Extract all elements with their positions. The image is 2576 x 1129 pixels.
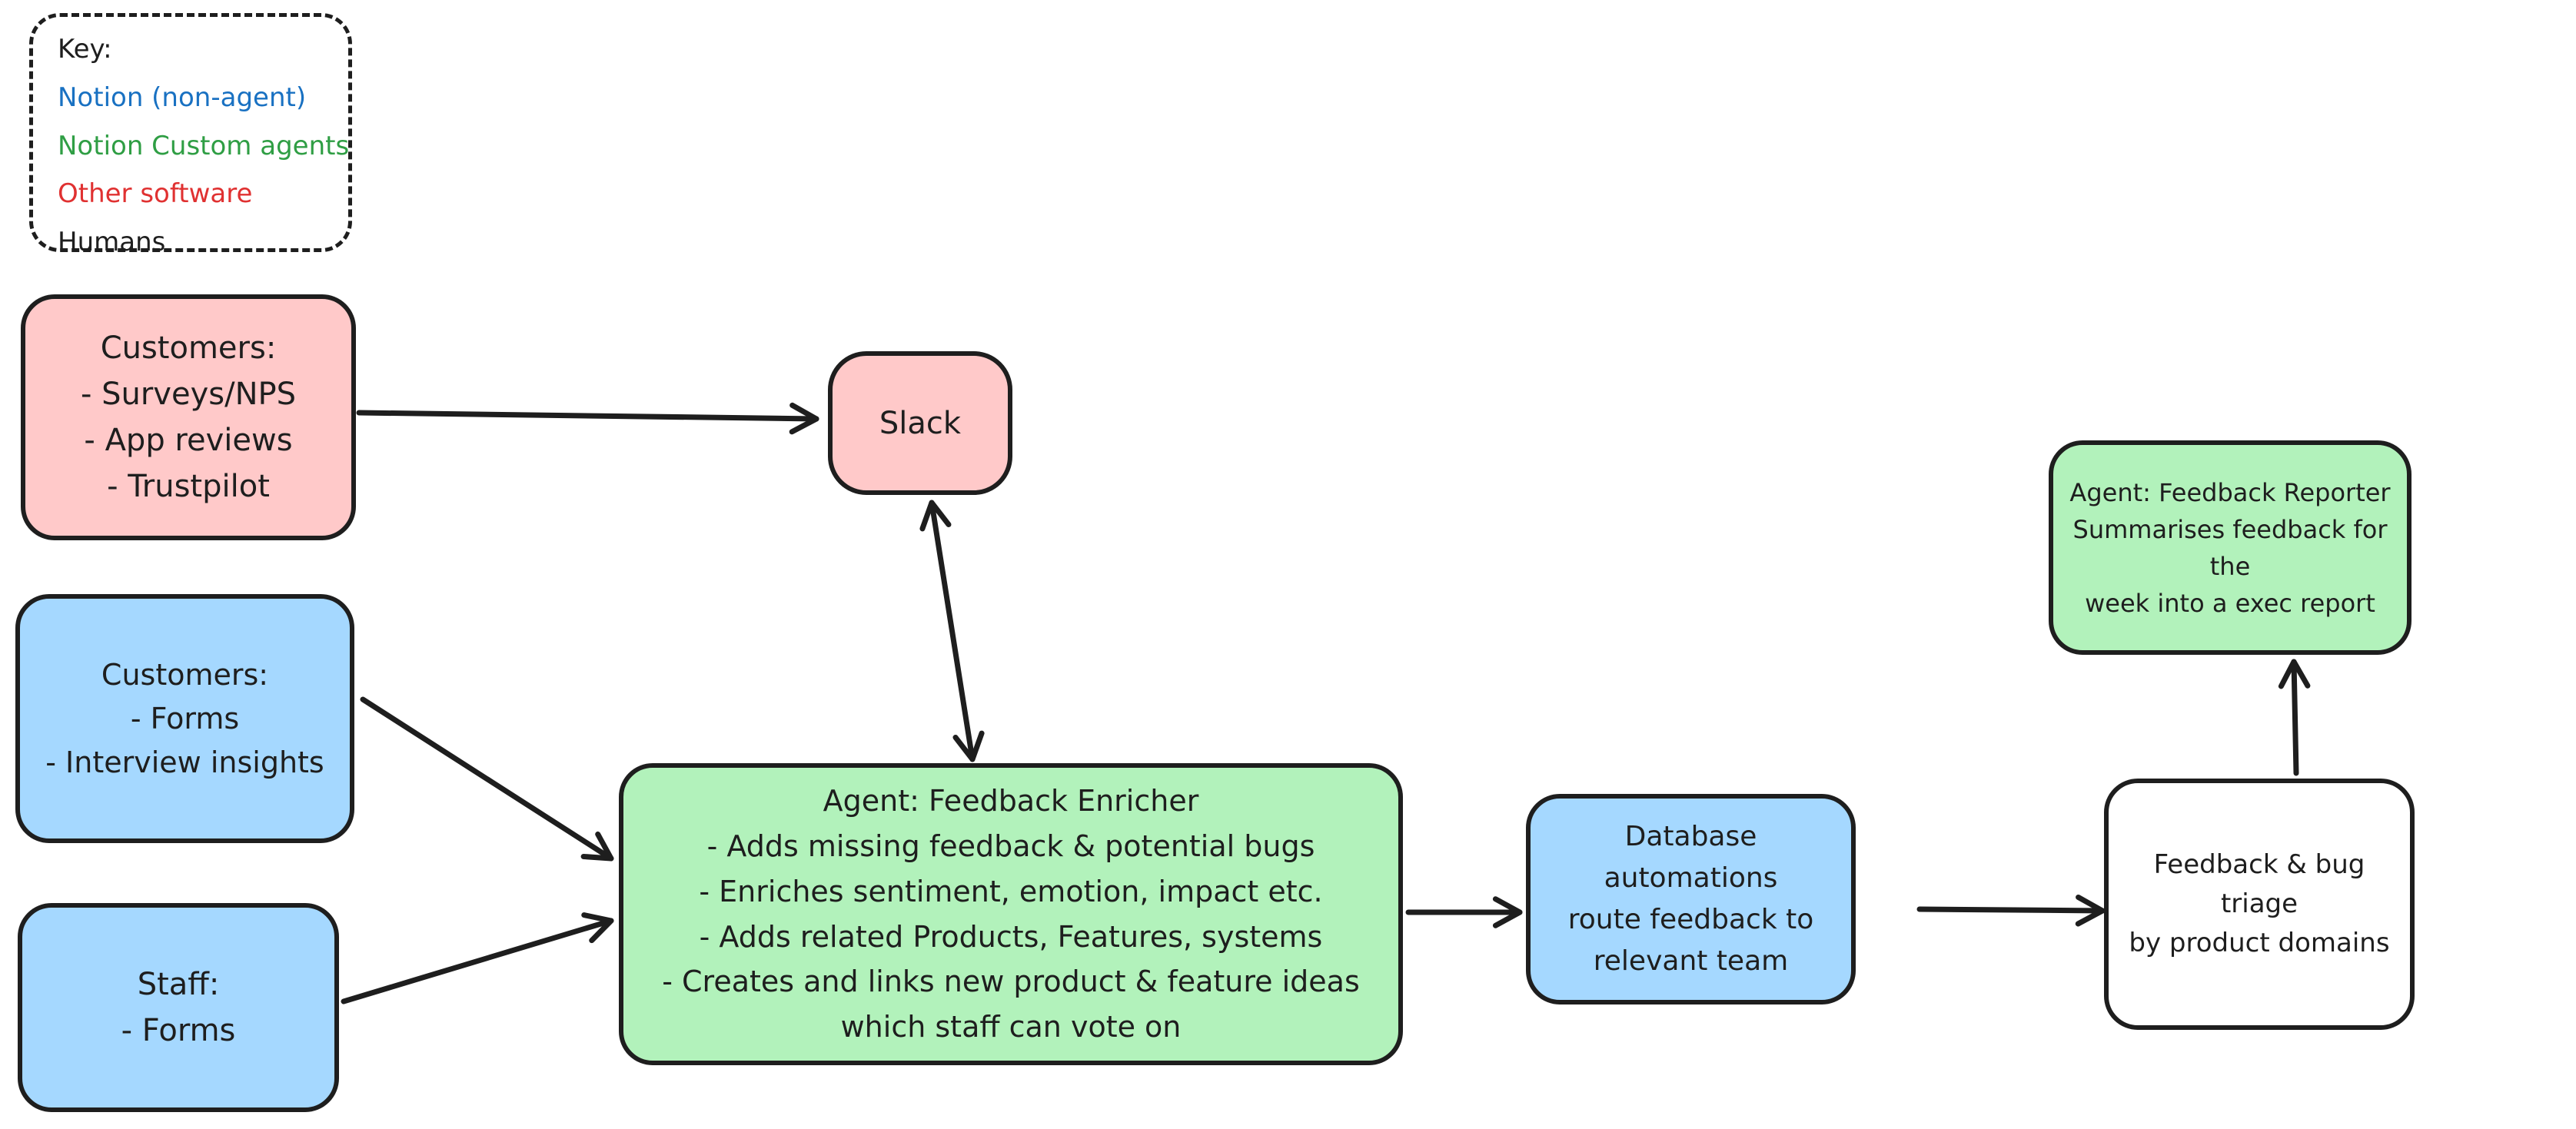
edge-customers_external-to-slack [356,402,819,435]
text-line: - Creates and links new product & featur… [662,965,1360,999]
text-line: - Trustpilot [107,469,270,504]
node-customers-surveys-reviews[interactable]: Customers: - Surveys/NPS - App reviews - Tr… [21,294,356,540]
edge-database_automations-to-feedback_triage [1916,894,2106,927]
text-line: - App reviews [84,423,293,458]
node-customers-forms-interviews[interactable]: Customers: - Forms - Interview insights [15,594,354,843]
text-line: by product domains [2129,928,2390,958]
key-item-other-software: Other software [58,178,253,210]
text-line: Customers: [100,330,277,366]
text-line: Staff: [137,967,220,1002]
text-line: which staff can vote on [840,1010,1182,1044]
text-line: Customers: [101,657,269,692]
text-line: Agent: Feedback Reporter [2069,477,2391,507]
node-staff-forms[interactable]: Staff: - Forms [18,903,339,1112]
text-line: Database automations [1604,821,1778,894]
edge-feedback_enricher-to-database_automations [1405,896,1523,928]
text-line: - Surveys/NPS [80,377,297,412]
text-line: - Enriches sentiment, emotion, impact et… [699,874,1323,908]
key-item-notion-custom-agents: Notion Custom agents [58,130,350,161]
node-feedback-bug-triage[interactable]: Feedback & bug triage by product domains [2104,779,2415,1030]
text-line: relevant team [1593,945,1789,977]
text-line: Slack [879,405,962,441]
key-item-notion-non-agent: Notion (non-agent) [58,81,307,113]
edge-feedback_enricher-to-slack [919,500,985,762]
edge-feedback_triage-to-feedback_reporter [2278,659,2311,776]
edge-staff_forms-to-feedback_enricher [341,912,614,1004]
text-line: Summarises feedback for the [2072,514,2388,581]
key-item-humans: Humans [58,227,166,258]
node-database-automations[interactable]: Database automations route feedback to rel… [1526,794,1856,1004]
edge-customers_notion-to-feedback_enricher [360,696,614,862]
text-line: Agent: Feedback Enricher [823,783,1199,818]
text-line: - Forms [121,1013,236,1048]
text-line: route feedback to [1567,904,1814,935]
node-agent-feedback-enricher[interactable]: Agent: Feedback Enricher - Adds missing f… [619,763,1403,1065]
text-line: - Adds related Products, Features, syste… [699,919,1323,954]
legend-key-box[interactable]: Key: Notion (non-agent) Notion Custom age… [29,13,352,257]
text-line: - Interview insights [45,745,324,779]
text-line: Feedback & bug triage [2153,849,2365,919]
node-slack[interactable]: Slack [828,351,1012,495]
text-line: - Adds missing feedback & potential bugs [706,828,1315,863]
legend-title: Key: [58,34,112,65]
text-line: - Forms [130,701,240,736]
text-line: week into a exec report [2085,588,2375,618]
